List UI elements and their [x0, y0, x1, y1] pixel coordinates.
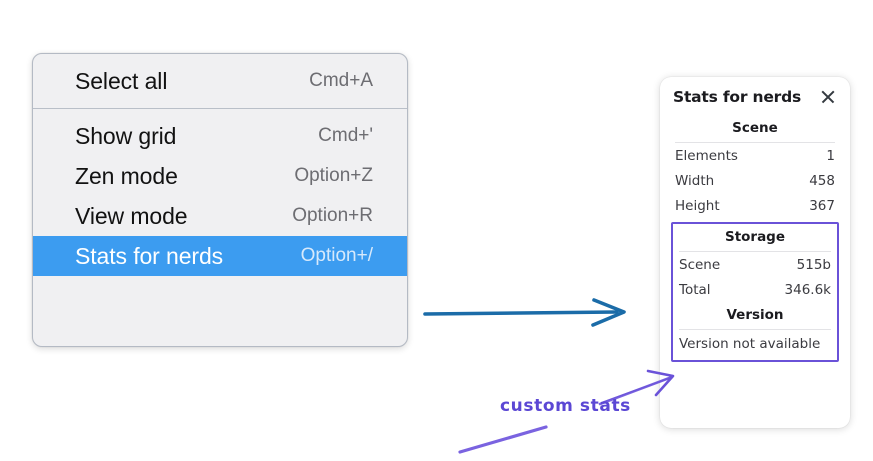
stat-value: 346.6k — [784, 282, 831, 298]
stat-value: 367 — [809, 198, 835, 214]
section-rule — [679, 251, 831, 252]
version-section-heading: Version — [726, 307, 784, 323]
menu-item-stats-for-nerds[interactable]: Stats for nerds Option+/ — [33, 236, 407, 276]
menu-item-label: Select all — [75, 67, 168, 94]
stat-row-width: Width 458 — [673, 168, 837, 193]
stat-row-elements: Elements 1 — [673, 143, 837, 168]
menu-item-shortcut: Cmd+' — [318, 125, 373, 146]
menu-item-shortcut: Option+R — [292, 205, 373, 226]
menu-group-1: Select all Cmd+A — [33, 54, 407, 108]
menu-item-label: Show grid — [75, 122, 177, 149]
menu-item-label: Stats for nerds — [75, 242, 224, 269]
stat-key: Elements — [675, 148, 738, 164]
menu-item-shortcut: Option+/ — [300, 245, 373, 266]
menu-item-zen-mode[interactable]: Zen mode Option+Z — [33, 156, 407, 196]
stat-key: Height — [675, 198, 720, 214]
stat-key: Scene — [679, 257, 721, 273]
menu-item-show-grid[interactable]: Show grid Cmd+' — [33, 116, 407, 156]
menu-separator — [33, 108, 407, 109]
close-icon[interactable] — [819, 88, 837, 106]
stat-row-storage-scene: Scene 515b — [677, 252, 833, 277]
stats-panel-header: Stats for nerds — [673, 88, 837, 106]
menu-item-select-all[interactable]: Select all Cmd+A — [33, 61, 407, 101]
menu-item-view-mode[interactable]: View mode Option+R — [33, 196, 407, 236]
stat-key: Total — [679, 282, 711, 298]
stat-row-storage-total: Total 346.6k — [677, 277, 833, 302]
version-note: Version not available — [679, 336, 821, 352]
menu-item-label: View mode — [75, 202, 188, 229]
stat-value: 515b — [796, 257, 831, 273]
menu-item-label: Zen mode — [75, 162, 178, 189]
menu-item-shortcut: Cmd+A — [309, 70, 373, 91]
storage-section-heading: Storage — [724, 229, 786, 245]
stats-for-nerds-panel[interactable]: Stats for nerds Scene Elements 1 Width 4… — [660, 77, 850, 428]
purple-underline-stroke — [458, 425, 548, 454]
stat-row-height: Height 367 — [673, 193, 837, 218]
stat-key: Width — [675, 173, 715, 189]
custom-stats-annotation-label: custom stats — [500, 396, 631, 416]
scene-section-heading: Scene — [732, 120, 778, 136]
menu-group-2: Show grid Cmd+' Zen mode Option+Z View m… — [33, 109, 407, 276]
stats-panel-title: Stats for nerds — [673, 88, 802, 106]
menu-bottom-padding — [33, 276, 407, 346]
menu-item-shortcut: Option+Z — [294, 165, 373, 186]
stat-value: 1 — [826, 148, 835, 164]
section-rule — [675, 142, 835, 143]
context-menu[interactable]: Select all Cmd+A Show grid Cmd+' Zen mod… — [32, 53, 408, 347]
stat-value: 458 — [809, 173, 835, 189]
custom-stats-highlight-box: Storage Scene 515b Total 346.6k Version … — [671, 222, 839, 362]
section-rule — [679, 329, 831, 330]
blue-arrow — [423, 298, 626, 327]
